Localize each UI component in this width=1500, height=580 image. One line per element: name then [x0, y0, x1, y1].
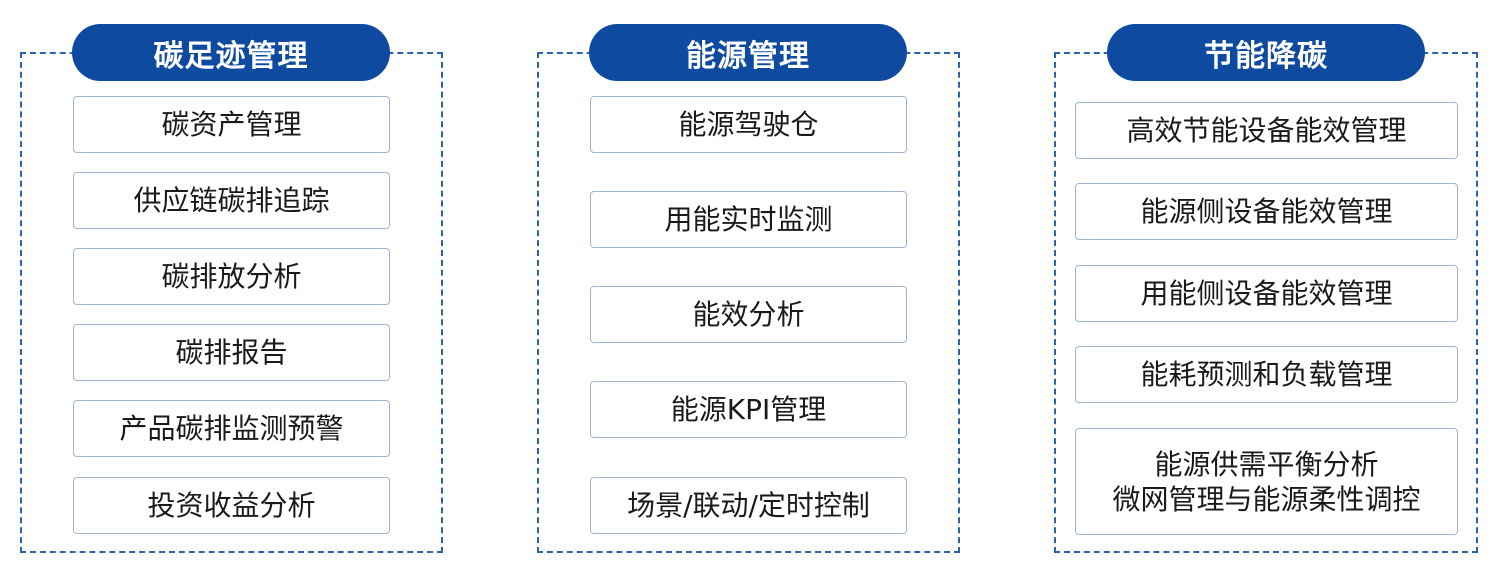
item-carbon-report: 碳排报告	[73, 324, 390, 381]
item-investment-return-analysis: 投资收益分析	[73, 477, 390, 534]
header-energy-saving: 节能降碳	[1107, 24, 1425, 81]
item-microgrid-line: 微网管理与能源柔性调控	[1112, 482, 1421, 516]
item-supply-chain-tracking: 供应链碳排追踪	[73, 172, 390, 229]
header-energy-management: 能源管理	[589, 24, 907, 81]
item-supply-demand-microgrid: 能源供需平衡分析 微网管理与能源柔性调控	[1075, 428, 1458, 535]
item-energy-kpi: 能源KPI管理	[590, 381, 907, 438]
item-high-efficiency-equipment: 高效节能设备能效管理	[1075, 102, 1458, 159]
item-efficiency-analysis: 能效分析	[590, 286, 907, 343]
item-demand-side-equipment: 用能侧设备能效管理	[1075, 265, 1458, 322]
item-product-emission-warning: 产品碳排监测预警	[73, 400, 390, 457]
item-consumption-forecast: 能耗预测和负载管理	[1075, 346, 1458, 403]
item-scene-linkage-timer: 场景/联动/定时控制	[590, 477, 907, 534]
item-realtime-monitoring: 用能实时监测	[590, 191, 907, 248]
item-supply-demand-line: 能源供需平衡分析	[1154, 447, 1379, 481]
item-carbon-emission-analysis: 碳排放分析	[73, 248, 390, 305]
header-carbon-footprint: 碳足迹管理	[72, 24, 390, 81]
item-carbon-asset-management: 碳资产管理	[73, 96, 390, 153]
item-supply-side-equipment: 能源侧设备能效管理	[1075, 183, 1458, 240]
item-energy-cockpit: 能源驾驶仓	[590, 96, 907, 153]
